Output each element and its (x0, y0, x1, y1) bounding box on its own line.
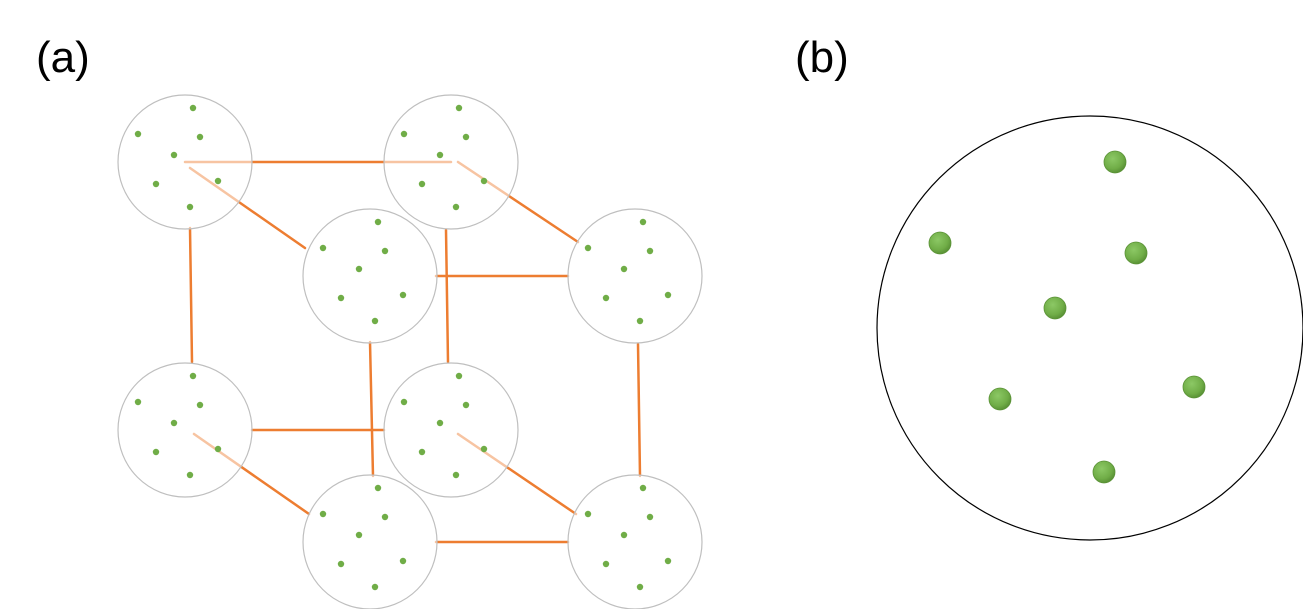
particle (400, 130, 408, 138)
particle (214, 445, 222, 453)
particle (988, 387, 1012, 411)
particle (418, 448, 426, 456)
particle (602, 294, 610, 302)
particle (664, 291, 672, 299)
particle (1182, 375, 1206, 399)
particle (196, 133, 204, 141)
bond-line (188, 226, 194, 364)
particle (381, 247, 389, 255)
particle (1092, 460, 1116, 484)
node-outline (567, 474, 703, 609)
particle (1043, 296, 1067, 320)
lattice-node (117, 94, 253, 230)
particle (355, 531, 363, 539)
node-outline (302, 474, 438, 609)
particle (400, 398, 408, 406)
enlarged-node-outline (876, 115, 1303, 541)
particle (399, 291, 407, 299)
particle (152, 448, 160, 456)
bond-line (368, 340, 375, 478)
particle (134, 398, 142, 406)
particle (374, 484, 382, 492)
particle (646, 513, 654, 521)
particle (462, 401, 470, 409)
particle (399, 557, 407, 565)
lattice-node (383, 362, 519, 498)
node-outline (567, 208, 703, 344)
particle (319, 244, 327, 252)
particle (170, 151, 178, 159)
particle (584, 510, 592, 518)
lattice-node (117, 362, 253, 498)
lattice-node (302, 208, 438, 344)
particle (436, 151, 444, 159)
lattice-node (302, 474, 438, 609)
node-outline (117, 94, 253, 230)
particle (196, 401, 204, 409)
node-outline (117, 362, 253, 498)
particle (371, 317, 379, 325)
particle (664, 557, 672, 565)
particle (186, 203, 194, 211)
particle (480, 445, 488, 453)
particle (337, 294, 345, 302)
particle (152, 180, 160, 188)
lattice-node (567, 474, 703, 609)
particle (170, 419, 178, 427)
panel-b-label: (b) (795, 33, 849, 82)
node-outline (383, 94, 519, 230)
node-outline (302, 208, 438, 344)
particle (134, 130, 142, 138)
particle (1103, 150, 1127, 174)
panel-a-label: (a) (36, 33, 90, 82)
particle (639, 484, 647, 492)
lattice-node (567, 208, 703, 344)
enlarged-particles (928, 150, 1206, 484)
particle (620, 531, 628, 539)
bond-line (636, 342, 642, 478)
particle (636, 317, 644, 325)
particle (452, 471, 460, 479)
lattice-nodes (117, 94, 703, 609)
particle (371, 583, 379, 591)
particle (374, 218, 382, 226)
particle (462, 133, 470, 141)
particle (381, 513, 389, 521)
particle (636, 583, 644, 591)
particle (436, 419, 444, 427)
particle (455, 104, 463, 112)
particle (928, 231, 952, 255)
node-outline (383, 362, 519, 498)
particle (455, 372, 463, 380)
lattice-node (383, 94, 519, 230)
particle (189, 372, 197, 380)
particle (480, 177, 488, 185)
particle (355, 265, 363, 273)
particle (418, 180, 426, 188)
enlarged-node (876, 115, 1303, 541)
particle (1124, 241, 1148, 265)
particle (337, 560, 345, 568)
particle (452, 203, 460, 211)
particle (646, 247, 654, 255)
bond-line (444, 228, 450, 364)
particle (602, 560, 610, 568)
particle (620, 265, 628, 273)
particle (186, 471, 194, 479)
particle (584, 244, 592, 252)
particle (214, 177, 222, 185)
particle (319, 510, 327, 518)
particle (189, 104, 197, 112)
particle (639, 218, 647, 226)
